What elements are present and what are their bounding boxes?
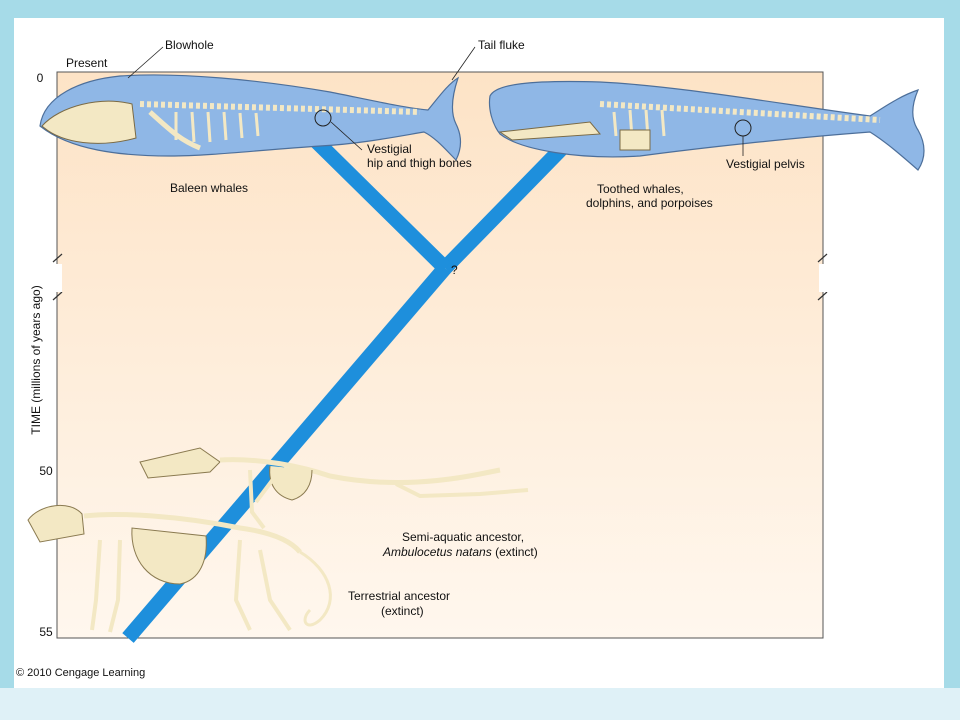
semi-aquatic-ancestor-skeleton <box>139 447 529 530</box>
leader-lines <box>127 46 476 81</box>
baleen-whales-label: Baleen whales <box>170 181 248 195</box>
semi-aquatic-extinct-text: (extinct) <box>492 545 538 559</box>
axis-break-marks <box>52 253 828 301</box>
baleen-whale-illustration <box>39 74 462 162</box>
toothed-whales-label-line2: dolphins, and porpoises <box>586 196 713 210</box>
toothed-whales-label-line1: Toothed whales, <box>597 182 684 196</box>
tick-50: 50 <box>39 464 53 478</box>
axis-break-gap-right <box>819 264 827 292</box>
toothed-whale-illustration <box>488 80 925 171</box>
unknown-node-label: ? <box>451 263 458 277</box>
vestigial-hip-label-line1: Vestigial <box>367 142 412 156</box>
semi-aquatic-species-name: Ambulocetus natans <box>382 545 492 559</box>
terrestrial-ancestor-skeleton <box>27 504 332 633</box>
time-axis-label: TIME (millions of years ago) <box>29 285 43 434</box>
baleen-whale-branch <box>309 134 451 274</box>
footer-strip <box>0 688 960 720</box>
vestigial-pelvis-label: Vestigial pelvis <box>726 157 805 171</box>
copyright-text: © 2010 Cengage Learning <box>16 667 145 679</box>
toothed-whale-branch <box>439 134 576 274</box>
semi-aquatic-label-line1: Semi-aquatic ancestor, <box>402 530 524 544</box>
tick-0: 0 <box>37 71 44 85</box>
vestigial-hip-label-line2: hip and thigh bones <box>367 156 472 170</box>
terrestrial-label-line2: (extinct) <box>381 604 424 618</box>
blowhole-leader <box>127 46 164 79</box>
tick-55: 55 <box>39 625 53 639</box>
axis-break-gap-left <box>54 264 62 292</box>
present-label: Present <box>66 56 108 70</box>
semi-aquatic-label-line2: Ambulocetus natans (extinct) <box>382 545 538 559</box>
tail-fluke-leader <box>451 46 476 81</box>
tail-fluke-label: Tail fluke <box>478 38 525 52</box>
terrestrial-label-line1: Terrestrial ancestor <box>348 589 450 603</box>
blowhole-label: Blowhole <box>165 38 214 52</box>
